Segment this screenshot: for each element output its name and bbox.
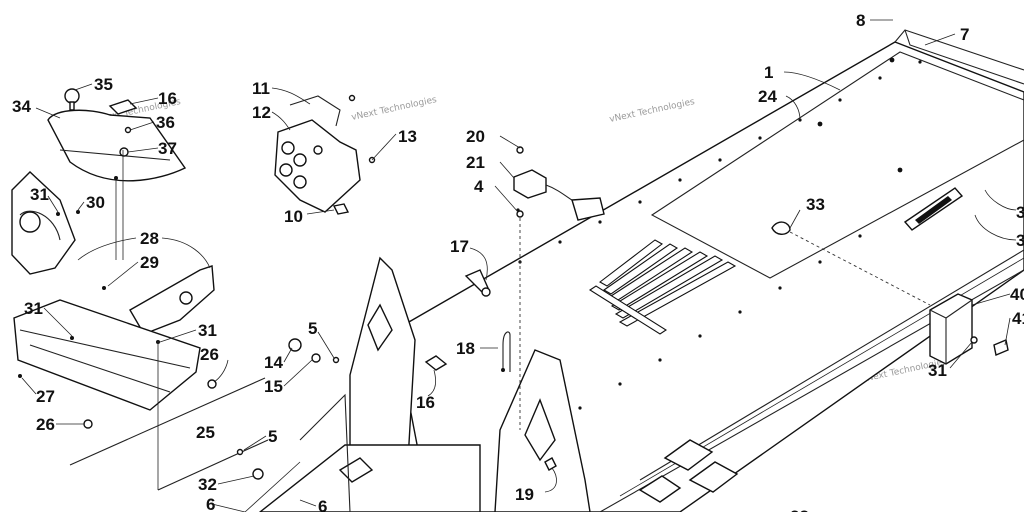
callout-label: 17 xyxy=(450,237,469,256)
callout-label: 23 xyxy=(790,507,809,512)
callout-label: 7 xyxy=(960,25,969,44)
pin-17 xyxy=(464,269,491,297)
callout-label: 27 xyxy=(36,387,55,406)
callout-label: 20 xyxy=(466,127,485,146)
callout-label: 6 xyxy=(318,497,327,512)
callout-label: 6 xyxy=(206,495,215,512)
callout-label: 26 xyxy=(36,415,55,434)
rail-holes xyxy=(478,57,922,410)
callout-label: 3 xyxy=(1016,231,1024,250)
callout-label: 5 xyxy=(268,427,277,446)
callout-label: 40 xyxy=(1010,285,1024,304)
cable-18 xyxy=(501,331,511,372)
callout-label: 25 xyxy=(196,423,215,442)
callout-label: 11 xyxy=(252,79,270,98)
callout-label: 31 xyxy=(928,361,947,380)
callout-label: 33 xyxy=(806,195,825,214)
callout-label: 19 xyxy=(515,485,534,504)
callout-labels: 1 24 7 8 33 3 3 40 41 31 20 21 4 17 18 1… xyxy=(12,11,1024,512)
callout-label: 13 xyxy=(398,127,417,146)
callout-label: 37 xyxy=(158,139,177,158)
callout-label: 36 xyxy=(156,113,175,132)
callout-label: 28 xyxy=(140,229,159,248)
tunnel-panel xyxy=(394,29,1024,512)
callout-label: 30 xyxy=(86,193,105,212)
callout-label: 21 xyxy=(466,153,485,172)
plate-assembly xyxy=(274,94,376,215)
callout-label: 5 xyxy=(308,319,317,338)
callout-label: 15 xyxy=(264,377,283,396)
callout-label: 16 xyxy=(158,89,177,108)
callout-label: 41 xyxy=(1012,309,1024,328)
callout-label: 8 xyxy=(856,11,865,30)
bracket-40 xyxy=(929,293,1009,365)
callout-label: 31 xyxy=(198,321,217,340)
callout-label: 3 xyxy=(1016,203,1024,222)
grommet-33 xyxy=(771,221,931,306)
vent-slots xyxy=(588,239,737,335)
callout-label: 31 xyxy=(24,299,43,318)
cover-34 xyxy=(47,88,187,260)
label-16 xyxy=(424,355,448,371)
watermark: vNext Technologies xyxy=(351,95,438,123)
watermark: vNext Technologies xyxy=(609,97,696,125)
callout-label: 24 xyxy=(758,87,777,106)
side-bracket-30 xyxy=(11,171,80,275)
callout-label: 12 xyxy=(252,103,271,122)
callout-label: 4 xyxy=(474,177,484,196)
callout-label: 31 xyxy=(30,185,49,204)
callout-label: 35 xyxy=(94,75,113,94)
callout-label: 29 xyxy=(140,253,159,272)
callout-label: 10 xyxy=(284,207,303,226)
hardware xyxy=(236,208,520,480)
leader-lines xyxy=(21,19,1017,512)
callout-label: 16 xyxy=(416,393,435,412)
callout-label: 1 xyxy=(764,63,773,82)
front-frame xyxy=(244,256,591,512)
callout-label: 26 xyxy=(200,345,219,364)
clip-19 xyxy=(544,457,557,471)
callout-label: 34 xyxy=(12,97,31,116)
callout-label: 18 xyxy=(456,339,475,358)
callout-label: 14 xyxy=(264,353,283,372)
callout-label: 32 xyxy=(198,475,217,494)
harness-21 xyxy=(513,146,605,430)
